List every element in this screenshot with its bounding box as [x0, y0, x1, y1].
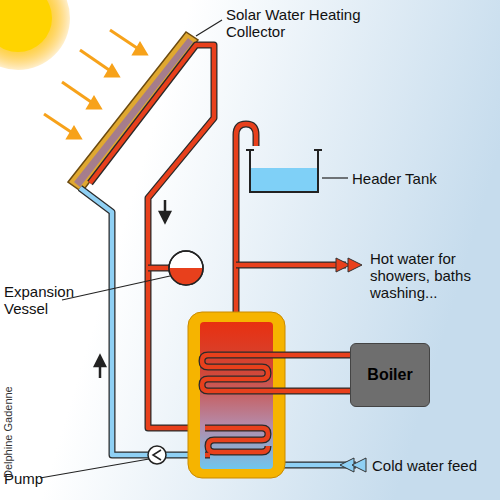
hot-water-label: Hot water for showers, baths washing... [370, 250, 496, 301]
expansion-vessel-label: Expansion Vessel [4, 283, 74, 317]
watermark: Delphine Gadenne [2, 386, 15, 478]
node-text: Boiler [359, 362, 420, 388]
header-tank-label: Header Tank [352, 170, 472, 187]
boiler-box: Boiler [350, 343, 430, 407]
cold-feed-label: Cold water feed [372, 457, 496, 474]
collector-label: Solar Water Heating Collector [226, 6, 376, 40]
